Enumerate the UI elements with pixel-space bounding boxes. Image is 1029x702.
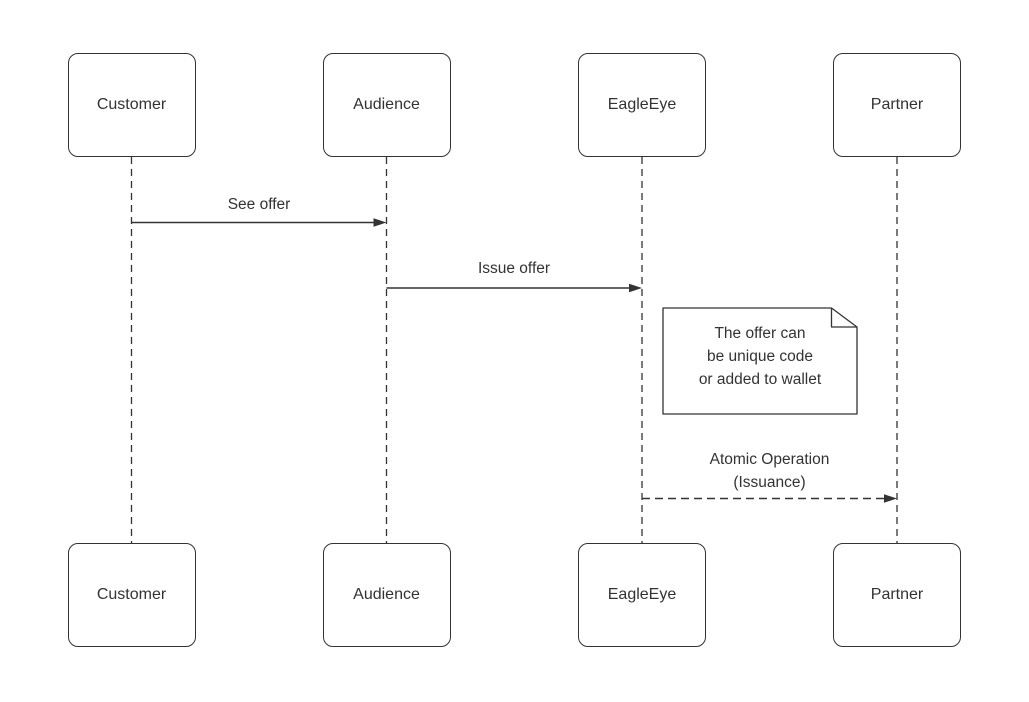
actor-box-audience-top: Audience xyxy=(322,53,451,157)
actor-label-audience-bottom: Audience xyxy=(353,586,420,603)
message-label-see-offer: See offer xyxy=(227,196,291,213)
message-label-issue-offer: Issue offer xyxy=(477,260,551,277)
actor-box-eagleeye-top: EagleEye xyxy=(578,53,706,157)
arrowhead-see-offer-icon xyxy=(373,218,387,227)
message-label-atomic-operation: Atomic Operation (Issuance) xyxy=(642,448,897,494)
actor-box-audience-bottom: Audience xyxy=(322,543,451,647)
actor-label-partner-bottom: Partner xyxy=(870,586,924,603)
actor-label-eagleeye-bottom: EagleEye xyxy=(607,586,677,603)
note-shape xyxy=(662,307,858,415)
actor-box-partner-bottom: Partner xyxy=(833,543,961,647)
actor-label-audience-top: Audience xyxy=(353,96,420,113)
note-text-line2: be unique code xyxy=(706,348,813,365)
actor-box-partner-top: Partner xyxy=(833,53,961,157)
actor-label-eagleeye-top: EagleEye xyxy=(607,96,677,113)
note-text: The offer can be unique code or added to… xyxy=(663,322,857,391)
actor-box-customer-bottom: Customer xyxy=(67,543,196,647)
actor-label-customer-top: Customer xyxy=(96,96,167,113)
actor-box-eagleeye-bottom: EagleEye xyxy=(578,543,706,647)
arrowhead-issue-offer-icon xyxy=(629,283,642,293)
arrowhead-atomic-operation-icon xyxy=(884,494,897,503)
actor-label-partner-top: Partner xyxy=(870,96,924,113)
message-label-atomic-operation-line2: (Issuance) xyxy=(733,474,806,491)
message-label-atomic-operation-line1: Atomic Operation xyxy=(709,451,830,468)
note-text-line3: or added to wallet xyxy=(698,371,822,388)
actor-label-customer-bottom: Customer xyxy=(96,586,167,603)
note-text-line1: The offer can xyxy=(714,325,806,342)
actor-box-customer-top: Customer xyxy=(67,53,196,157)
note-fold-corner-icon xyxy=(830,308,857,328)
